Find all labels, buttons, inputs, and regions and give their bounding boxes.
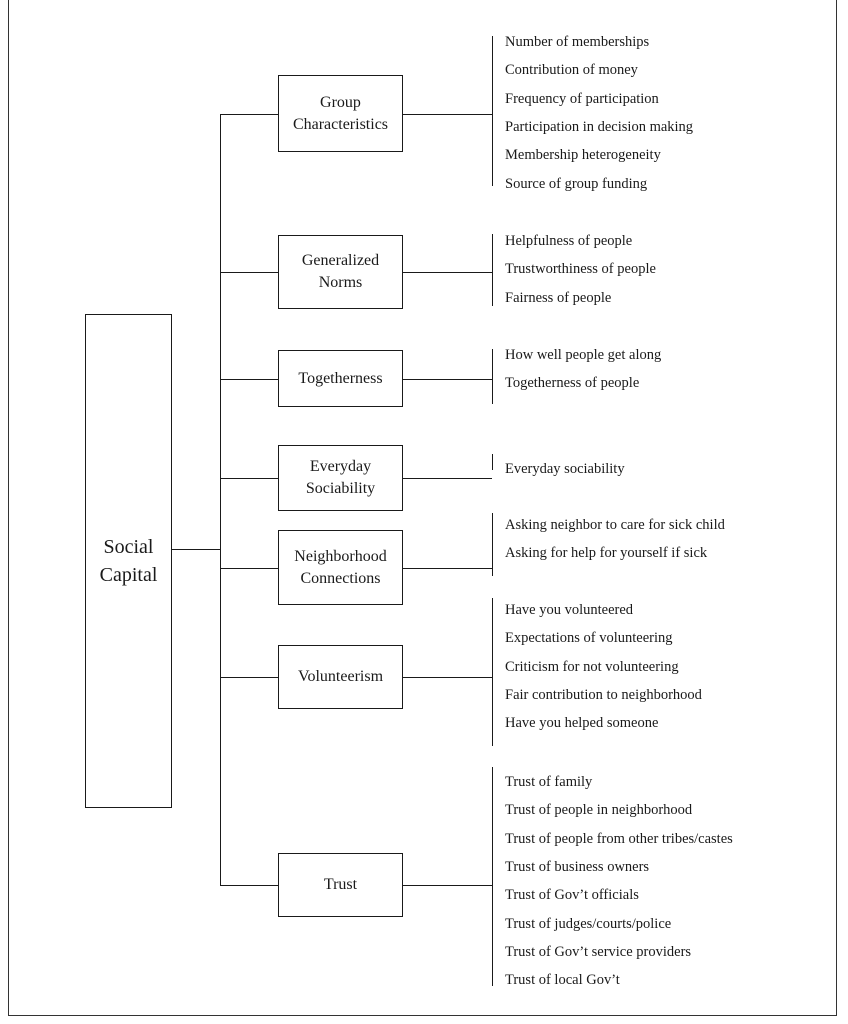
indicator-item: Everyday sociability [505,461,625,477]
item-bracket-generalized-norms [492,234,494,306]
indicator-item: Trust of people from other tribes/castes [505,830,733,847]
item-connector-generalized-norms [403,272,492,274]
dimension-label: Trust [323,876,358,893]
indicator-item: Source of group funding [505,175,648,192]
dimension-box-togetherness: Togetherness [278,350,403,407]
indicator-item: Have you volunteered [505,602,634,618]
indicator-item: Trust of people in neighborhood [505,802,693,819]
dimension-label: Togetherness [298,369,383,387]
item-bracket-togetherness [492,349,494,404]
item-connector-everyday-sociability [403,478,492,480]
indicator-item: Trust of judges/courts/police [505,915,672,932]
dimension-box-everyday-sociability: Everyday Sociability [278,445,403,511]
indicator-item: Contribution of money [505,62,638,79]
branch-line-togetherness [220,378,278,380]
branch-line-group-characteristics [220,113,278,115]
indicator-item: Helpfulness of people [505,233,633,249]
indicator-item: Trust of Gov’t service providers [505,943,692,960]
item-connector-neighborhood-connections [403,567,492,569]
branch-line-trust [220,885,278,887]
indicator-item: Togetherness of people [505,375,640,392]
item-connector-group-characteristics [403,113,492,115]
indicator-item: Trust of family [505,774,593,790]
dimension-label: Neighborhood Connections [294,547,387,587]
item-bracket-group-characteristics [492,36,494,186]
indicator-item: Frequency of participation [505,90,659,107]
dimension-box-generalized-norms: Generalized Norms [278,235,403,309]
indicator-item: Expectations of volunteering [505,630,673,647]
dimension-box-neighborhood-connections: Neighborhood Connections [278,530,403,605]
root-node-social-capital: Social Capital [85,314,172,808]
item-connector-volunteerism [403,677,492,679]
root-node-label: Social Capital [99,536,158,586]
indicator-item: Asking neighbor to care for sick child [505,517,725,533]
indicator-item: Trust of business owners [505,858,650,875]
indicator-item: Asking for help for yourself if sick [505,545,708,562]
figure-frame [8,0,837,1016]
dimension-label: Group Characteristics [292,93,389,133]
branch-line-neighborhood-connections [220,567,278,569]
item-bracket-neighborhood-connections [492,513,494,576]
dimension-box-group-characteristics: Group Characteristics [278,75,403,152]
dimension-label: Generalized Norms [301,252,380,291]
root-connector-line [172,549,220,551]
indicator-item: Criticism for not volunteering [505,658,679,675]
branch-line-everyday-sociability [220,478,278,480]
indicator-item: Number of memberships [505,34,650,50]
item-connector-togetherness [403,378,492,380]
indicator-item: Have you helped someone [505,715,659,732]
indicator-item: Fair contribution to neighborhood [505,686,702,703]
indicator-item: Trust of local Gov’t [505,972,620,989]
branch-line-generalized-norms [220,272,278,274]
item-connector-trust [403,885,492,887]
dimension-box-trust: Trust [278,853,403,917]
item-bracket-everyday-sociability [492,454,494,470]
indicator-item: Trustworthiness of people [505,261,656,278]
dimension-label: Volunteerism [297,668,384,685]
indicator-item: Membership heterogeneity [505,147,661,164]
indicator-item: Fairness of people [505,289,612,306]
item-bracket-volunteerism [492,598,494,746]
dimension-label: Everyday Sociability [305,458,376,497]
branch-line-volunteerism [220,677,278,679]
indicator-item: Trust of Gov’t officials [505,887,639,904]
indicator-item: How well people get along [505,347,662,363]
indicator-item: Participation in decision making [505,118,694,135]
dimension-box-volunteerism: Volunteerism [278,645,403,709]
spine-line [220,113,222,886]
item-bracket-trust [492,767,494,986]
